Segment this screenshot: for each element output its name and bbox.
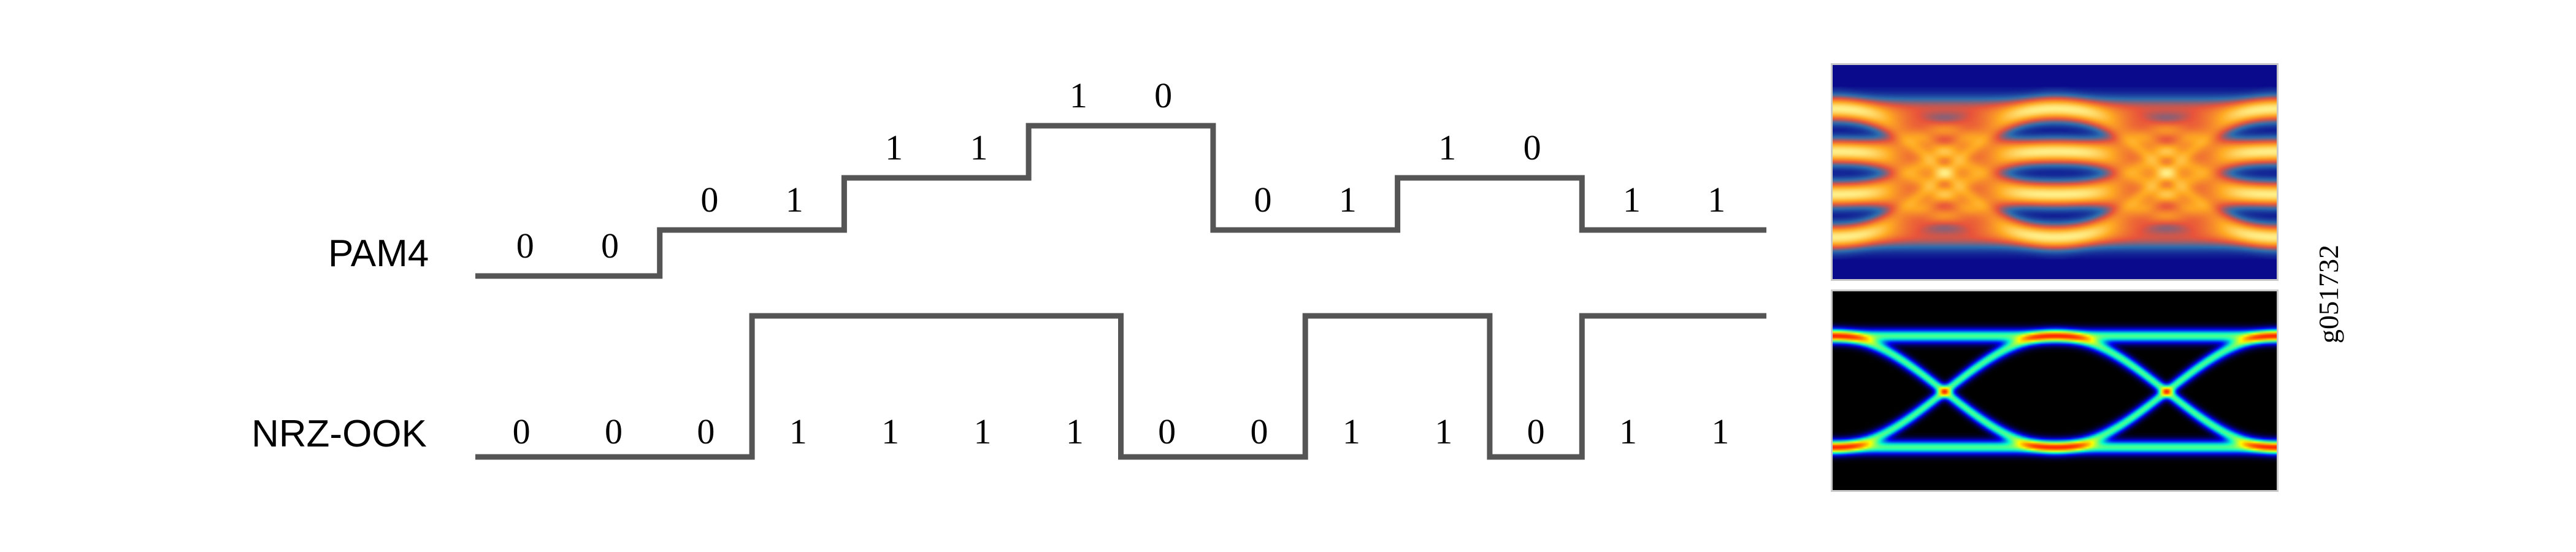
pam4-bit: 1	[1438, 128, 1457, 167]
nrz-ook-bit: 1	[789, 412, 807, 451]
nrz-ook-bit: 0	[1250, 412, 1268, 451]
pam4-bit: 0	[1523, 128, 1541, 167]
pam4-bit: 1	[970, 128, 988, 167]
pam4-eye-diagram-image	[1833, 65, 2277, 279]
figure-id-label: g051732	[2313, 245, 2344, 343]
nrz-ook-bit: 1	[1619, 412, 1637, 451]
nrz-ook-bit: 0	[512, 412, 531, 451]
nrz-ook-row-label: NRZ-OOK	[251, 413, 427, 455]
pam4-bit: 0	[1154, 75, 1173, 115]
nrz-ook-bit: 0	[1527, 412, 1545, 451]
pam4-bit: 0	[1254, 180, 1272, 220]
pam4-bit: 1	[1622, 180, 1641, 220]
pam4-row-label: PAM4	[328, 232, 429, 275]
pam4-bit: 0	[516, 226, 534, 266]
pam4-eye-diagram	[1831, 63, 2279, 281]
pam4-bit: 0	[601, 226, 619, 266]
nrz-ook-bit: 1	[1435, 412, 1453, 451]
pam4-bit: 1	[1069, 75, 1087, 115]
nrz-ook-waveform-trace	[475, 313, 1766, 460]
nrz-ook-eye-diagram	[1831, 289, 2279, 492]
pam4-bit: 1	[1708, 180, 1726, 220]
nrz-ook-bit: 1	[1065, 412, 1084, 451]
nrz-ook-bit: 1	[973, 412, 992, 451]
nrz-ook-eye-diagram-image	[1833, 291, 2277, 490]
pam4-bit: 1	[885, 128, 903, 167]
nrz-ook-bit: 0	[697, 412, 715, 451]
pam4-bit: 1	[785, 180, 803, 220]
nrz-ook-bit: 1	[881, 412, 900, 451]
nrz-ook-bit: 1	[1342, 412, 1360, 451]
nrz-ook-bit: 1	[1711, 412, 1730, 451]
nrz-ook-bit: 0	[605, 412, 623, 451]
pam4-waveform-trace	[475, 123, 1766, 279]
nrz-ook-bit: 0	[1158, 412, 1176, 451]
pam4-bit: 1	[1338, 180, 1357, 220]
pam4-bit: 0	[700, 180, 719, 220]
